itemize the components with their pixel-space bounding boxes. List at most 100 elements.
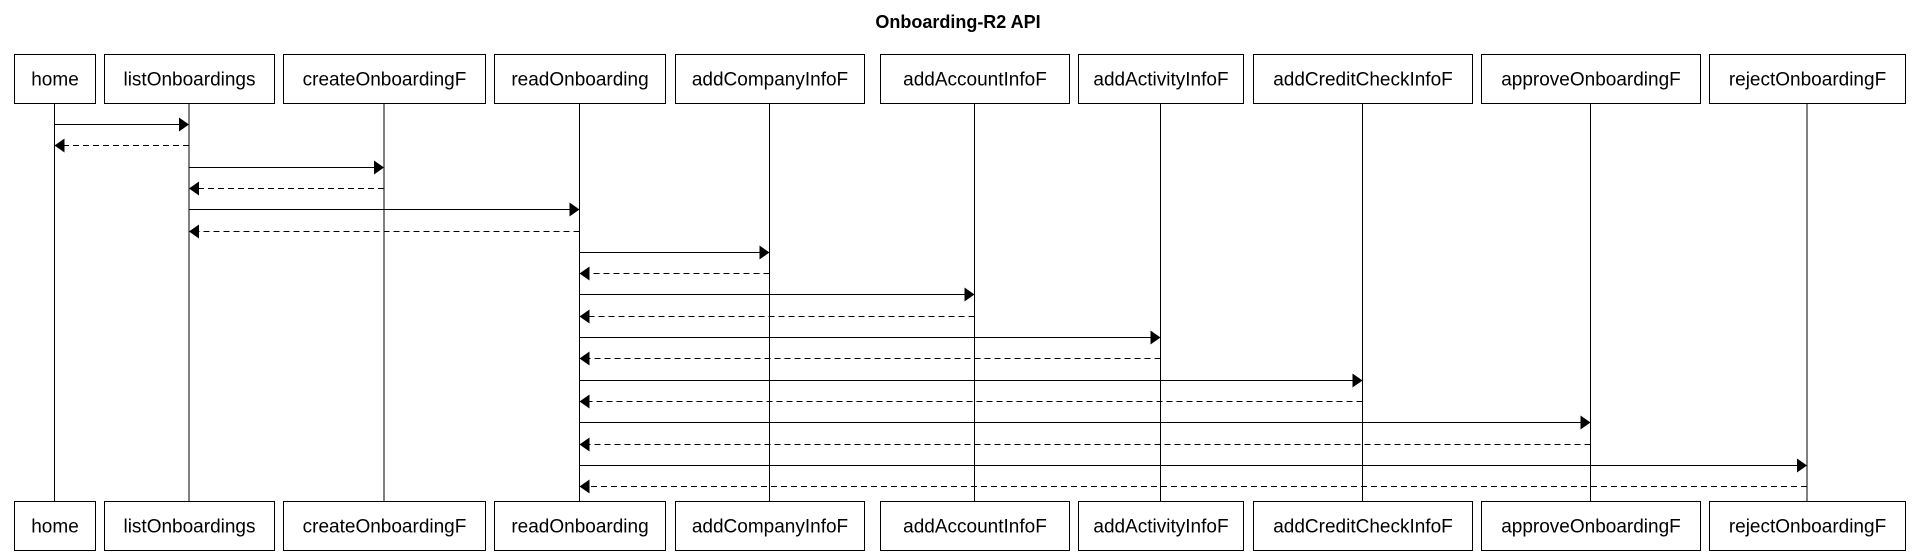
return-message-addCreditCheckInfoF-to-readOnboarding <box>579 394 1363 409</box>
participant-header-addCompanyInfoF: addCompanyInfoF <box>675 54 865 104</box>
participant-header-listOnboardings: listOnboardings <box>104 54 275 104</box>
participant-box <box>880 501 1070 551</box>
participant-header-home: home <box>14 54 96 104</box>
participant-box <box>1709 54 1906 104</box>
arrowhead-icon <box>189 181 199 196</box>
lifelines <box>54 103 1808 501</box>
participant-footer-addCompanyInfoF: addCompanyInfoF <box>675 501 865 551</box>
participant-header-approveOnboardingF: approveOnboardingF <box>1481 54 1701 104</box>
call-message-readOnboarding-to-addActivityInfoF <box>579 330 1161 345</box>
participant-footer-row: home listOnboardings createOnboardingF read… <box>14 501 1906 551</box>
participant-label: approveOnboardingF <box>1501 70 1681 91</box>
participant-footer-home: home <box>14 501 96 551</box>
participant-footer-readOnboarding: readOnboarding <box>494 501 666 551</box>
arrowhead-icon <box>759 245 770 260</box>
participant-box <box>14 501 96 551</box>
call-message-readOnboarding-to-approveOnboardingF <box>579 415 1591 430</box>
participant-footer-listOnboardings: listOnboardings <box>104 501 275 551</box>
participant-box <box>1253 54 1473 104</box>
participant-box <box>1078 501 1244 551</box>
participant-header-createOnboardingF: createOnboardingF <box>283 54 486 104</box>
participant-box <box>494 501 666 551</box>
arrowhead-icon <box>579 479 590 494</box>
participant-label: addCreditCheckInfoF <box>1273 70 1453 91</box>
participant-label: addAccountInfoF <box>903 70 1047 91</box>
return-message-addAccountInfoF-to-readOnboarding <box>579 309 975 324</box>
call-message-listOnboardings-to-readOnboarding <box>189 202 580 217</box>
participant-label: rejectOnboardingF <box>1729 517 1886 538</box>
participant-box <box>283 54 486 104</box>
arrowhead-icon <box>579 266 590 281</box>
participant-label: home <box>31 70 79 91</box>
arrowhead-icon <box>579 437 590 452</box>
participant-box <box>1078 54 1244 104</box>
participant-label: addCompanyInfoF <box>692 517 848 538</box>
arrowhead-icon <box>579 394 590 409</box>
participant-label: addCompanyInfoF <box>692 70 848 91</box>
return-message-rejectOnboardingF-to-readOnboarding <box>579 479 1807 494</box>
participant-box <box>675 54 865 104</box>
participant-label: rejectOnboardingF <box>1729 70 1886 91</box>
participant-box <box>880 54 1070 104</box>
participant-header-addCreditCheckInfoF: addCreditCheckInfoF <box>1253 54 1473 104</box>
participant-label: createOnboardingF <box>303 70 467 91</box>
return-message-readOnboarding-to-listOnboardings <box>189 224 580 239</box>
participant-box <box>1709 501 1906 551</box>
participant-header-row: home listOnboardings createOnboardingF read… <box>14 54 1906 104</box>
return-message-listOnboardings-to-home <box>54 138 189 153</box>
arrowhead-icon <box>1797 458 1807 473</box>
participant-footer-approveOnboardingF: approveOnboardingF <box>1481 501 1701 551</box>
participant-label: addCreditCheckInfoF <box>1273 517 1453 538</box>
participant-box <box>14 54 96 104</box>
participant-header-rejectOnboardingF: rejectOnboardingF <box>1709 54 1906 104</box>
call-message-listOnboardings-to-createOnboardingF <box>189 160 384 175</box>
call-message-readOnboarding-to-addCompanyInfoF <box>579 245 770 260</box>
call-message-home-to-listOnboardings <box>54 117 189 132</box>
arrowhead-icon <box>964 287 975 302</box>
arrowhead-icon <box>1150 330 1161 345</box>
return-message-createOnboardingF-to-listOnboardings <box>189 181 384 196</box>
participant-box <box>104 501 275 551</box>
arrowhead-icon <box>579 309 590 324</box>
arrowhead-icon <box>179 117 189 132</box>
participant-box <box>675 501 865 551</box>
return-message-addActivityInfoF-to-readOnboarding <box>579 351 1161 366</box>
participant-box <box>283 501 486 551</box>
participant-label: addAccountInfoF <box>903 517 1047 538</box>
participant-box <box>494 54 666 104</box>
return-message-addCompanyInfoF-to-readOnboarding <box>579 266 770 281</box>
messages <box>54 117 1807 494</box>
participant-box <box>1481 501 1701 551</box>
call-message-readOnboarding-to-addAccountInfoF <box>579 287 975 302</box>
participant-label: listOnboardings <box>123 70 255 91</box>
participant-label: approveOnboardingF <box>1501 517 1681 538</box>
participant-footer-createOnboardingF: createOnboardingF <box>283 501 486 551</box>
arrowhead-icon <box>374 160 384 175</box>
participant-label: addActivityInfoF <box>1093 70 1228 91</box>
participant-box <box>1253 501 1473 551</box>
participant-box <box>1481 54 1701 104</box>
call-message-readOnboarding-to-addCreditCheckInfoF <box>579 373 1363 388</box>
participant-label: readOnboarding <box>511 517 648 538</box>
call-message-readOnboarding-to-rejectOnboardingF <box>579 458 1807 473</box>
arrowhead-icon <box>569 202 580 217</box>
arrowhead-icon <box>189 224 199 239</box>
participant-label: createOnboardingF <box>303 517 467 538</box>
return-message-approveOnboardingF-to-readOnboarding <box>579 437 1591 452</box>
participant-footer-rejectOnboardingF: rejectOnboardingF <box>1709 501 1906 551</box>
participant-header-addActivityInfoF: addActivityInfoF <box>1078 54 1244 104</box>
participant-label: listOnboardings <box>123 517 255 538</box>
arrowhead-icon <box>54 138 65 153</box>
participant-label: addActivityInfoF <box>1093 517 1228 538</box>
participant-footer-addActivityInfoF: addActivityInfoF <box>1078 501 1244 551</box>
arrowhead-icon <box>1352 373 1363 388</box>
participant-label: home <box>31 517 79 538</box>
participant-footer-addCreditCheckInfoF: addCreditCheckInfoF <box>1253 501 1473 551</box>
participant-footer-addAccountInfoF: addAccountInfoF <box>880 501 1070 551</box>
participant-header-addAccountInfoF: addAccountInfoF <box>880 54 1070 104</box>
diagram-title: Onboarding-R2 API <box>875 12 1040 32</box>
arrowhead-icon <box>1580 415 1591 430</box>
participant-label: readOnboarding <box>511 70 648 91</box>
participant-box <box>104 54 275 104</box>
